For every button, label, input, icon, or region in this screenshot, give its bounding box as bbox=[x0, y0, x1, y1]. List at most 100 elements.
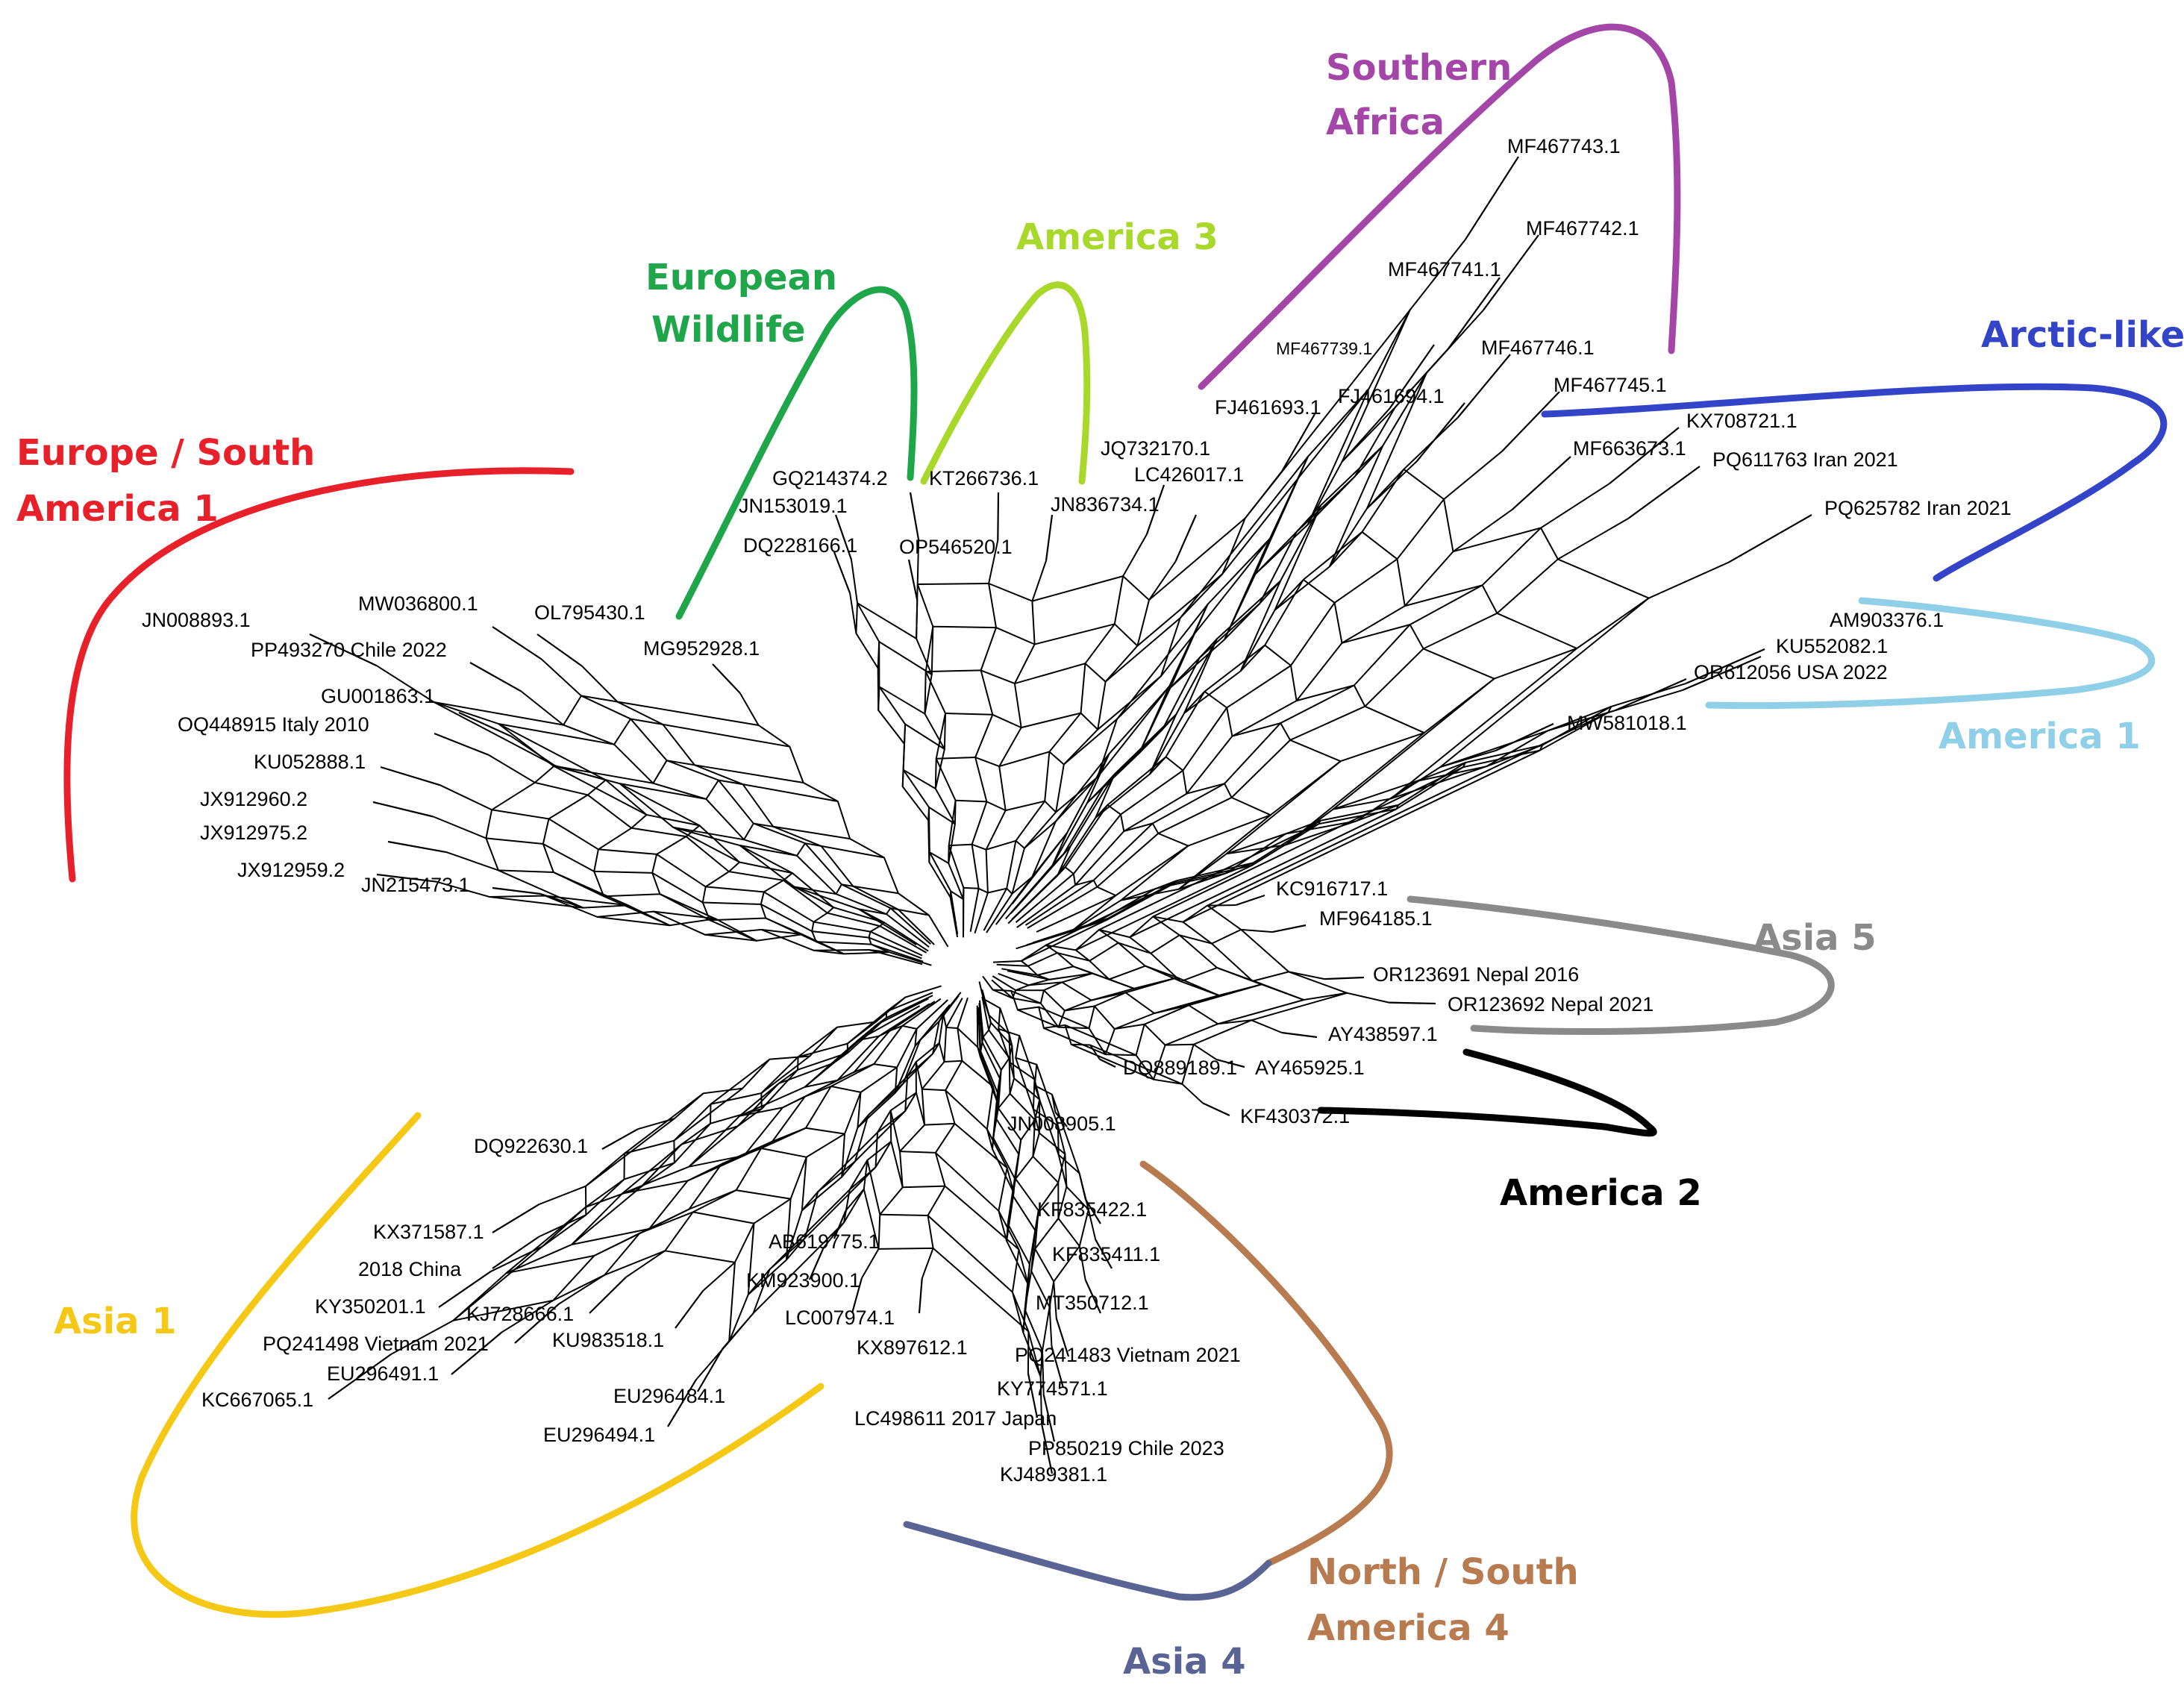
network-split-edge bbox=[821, 845, 885, 859]
terminal-edge bbox=[1682, 655, 1762, 691]
network-split-edge bbox=[1160, 538, 1271, 677]
network-split-edge bbox=[804, 1166, 877, 1239]
network-split-edge bbox=[1396, 559, 1406, 607]
network-split-edge bbox=[689, 1189, 736, 1210]
taxon-label-mf467745-1: MF467745.1 bbox=[1553, 374, 1667, 396]
taxon-label-kj728666-1: KJ728666.1 bbox=[466, 1303, 574, 1325]
terminal-edge bbox=[492, 886, 541, 895]
taxon-label-ky774571-1: KY774571.1 bbox=[997, 1377, 1108, 1400]
network-lane bbox=[510, 735, 929, 952]
network-split-edge bbox=[630, 718, 663, 725]
network-terminal-edges bbox=[309, 156, 1812, 1474]
network-split-edge bbox=[761, 928, 803, 936]
clade-label-eusa1: Europe / South bbox=[16, 432, 315, 474]
network-split-edge bbox=[890, 907, 899, 910]
network-lane bbox=[702, 999, 948, 1292]
network-split-edge bbox=[1239, 581, 1281, 672]
taxon-label-mt350712-1: MT350712.1 bbox=[1036, 1292, 1149, 1314]
network-split-edge bbox=[1390, 766, 1487, 800]
network-split-edge bbox=[1000, 1057, 1010, 1071]
terminal-edge bbox=[514, 1303, 560, 1344]
network-split-edge bbox=[1071, 1043, 1154, 1080]
network-split-edge bbox=[998, 1028, 1011, 1063]
network-split-edge bbox=[801, 1157, 807, 1211]
network-split-edge bbox=[902, 1024, 917, 1030]
network-split-edge bbox=[1182, 921, 1213, 945]
taxon-label-kf835422-1: KF835422.1 bbox=[1037, 1198, 1147, 1221]
taxon-label-pq241498-vietnam-2021: PQ241498 Vietnam 2021 bbox=[263, 1333, 489, 1355]
network-split-edge bbox=[1274, 579, 1304, 611]
network-split-edge bbox=[977, 1047, 981, 1057]
network-split-edge bbox=[816, 941, 845, 955]
network-split-edge bbox=[915, 1061, 923, 1089]
network-split-edge bbox=[886, 907, 892, 915]
taxon-label-ku052888-1: KU052888.1 bbox=[254, 751, 366, 773]
network-split-edge bbox=[563, 695, 582, 726]
network-split-edge bbox=[1017, 1009, 1059, 1028]
network-split-edge bbox=[1057, 846, 1071, 876]
taxon-label-gq214374-2: GQ214374.2 bbox=[772, 467, 888, 489]
taxon-label-kc916717-1: KC916717.1 bbox=[1276, 877, 1388, 900]
network-split-edge bbox=[1036, 974, 1050, 980]
network-split-edge bbox=[1006, 887, 1013, 895]
network-split-edge bbox=[1129, 936, 1151, 954]
taxon-label-mf467741-1: MF467741.1 bbox=[1388, 258, 1501, 281]
network-split-edge bbox=[783, 872, 793, 881]
clade-label-nsam4: America 4 bbox=[1307, 1607, 1509, 1649]
terminal-edge bbox=[1099, 1058, 1116, 1068]
network-split-edge bbox=[1152, 916, 1180, 936]
network-split-edge bbox=[938, 1013, 945, 1022]
taxon-label-gu001863-1: GU001863.1 bbox=[321, 685, 435, 707]
network-split-edge bbox=[1034, 623, 1116, 645]
network-split-edge bbox=[889, 1024, 903, 1032]
network-split-edge bbox=[434, 701, 564, 726]
network-split-edge bbox=[1288, 971, 1348, 994]
taxon-label-kx897612-1: KX897612.1 bbox=[857, 1336, 968, 1359]
network-split-edge bbox=[1145, 965, 1178, 979]
network-split-edge bbox=[785, 1198, 792, 1260]
network-split-edge bbox=[1096, 886, 1116, 897]
terminal-edge bbox=[1448, 277, 1501, 349]
terminal-edge bbox=[851, 1277, 863, 1314]
taxon-label-pq625782-iran-2021: PQ625782 Iran 2021 bbox=[1824, 497, 2012, 519]
network-split-edge bbox=[1139, 728, 1163, 754]
network-split-edge bbox=[534, 765, 556, 783]
network-split-edge bbox=[901, 769, 904, 787]
network-lane bbox=[1032, 682, 1686, 944]
network-split-edge bbox=[1057, 1125, 1066, 1154]
network-split-edge bbox=[1353, 685, 1366, 707]
network-split-edge bbox=[739, 1107, 783, 1117]
network-split-edge bbox=[950, 890, 964, 900]
terminal-edge bbox=[1686, 648, 1765, 684]
network-lane bbox=[916, 600, 964, 938]
network-split-edge bbox=[1092, 880, 1098, 888]
taxon-label-mf467743-1: MF467743.1 bbox=[1507, 135, 1621, 157]
network-split-edge bbox=[672, 826, 740, 863]
network-split-edge bbox=[992, 1086, 998, 1102]
terminal-edge bbox=[1511, 456, 1571, 510]
taxon-label-ku983518-1: KU983518.1 bbox=[552, 1329, 664, 1351]
taxon-label-kt266736-1: KT266736.1 bbox=[929, 467, 1039, 489]
terminal-edge bbox=[1324, 976, 1365, 980]
network-split-edge bbox=[1038, 1006, 1089, 1030]
network-split-edge bbox=[1179, 934, 1218, 969]
taxon-label-pq241483-vietnam-2021: PQ241483 Vietnam 2021 bbox=[1015, 1344, 1241, 1366]
network-split-edge bbox=[878, 641, 933, 675]
network-split-edge bbox=[1395, 372, 1427, 408]
network-split-edge bbox=[1240, 929, 1289, 973]
network-split-edge bbox=[1015, 840, 1025, 849]
network-lane bbox=[376, 665, 917, 946]
network-split-edge bbox=[986, 801, 1007, 812]
taxon-label-mf467739-1: MF467739.1 bbox=[1276, 339, 1372, 358]
network-split-edge bbox=[1245, 309, 1411, 519]
network-split-edge bbox=[1285, 819, 1321, 835]
network-split-edge bbox=[1048, 751, 1065, 766]
network-split-edge bbox=[491, 781, 536, 811]
network-split-edge bbox=[1274, 504, 1322, 611]
network-split-edge bbox=[1193, 1019, 1252, 1045]
network-split-edge bbox=[1053, 1245, 1080, 1283]
network-split-edge bbox=[1224, 603, 1260, 640]
network-split-edge bbox=[1149, 713, 1177, 775]
network-split-edge bbox=[1071, 895, 1117, 933]
